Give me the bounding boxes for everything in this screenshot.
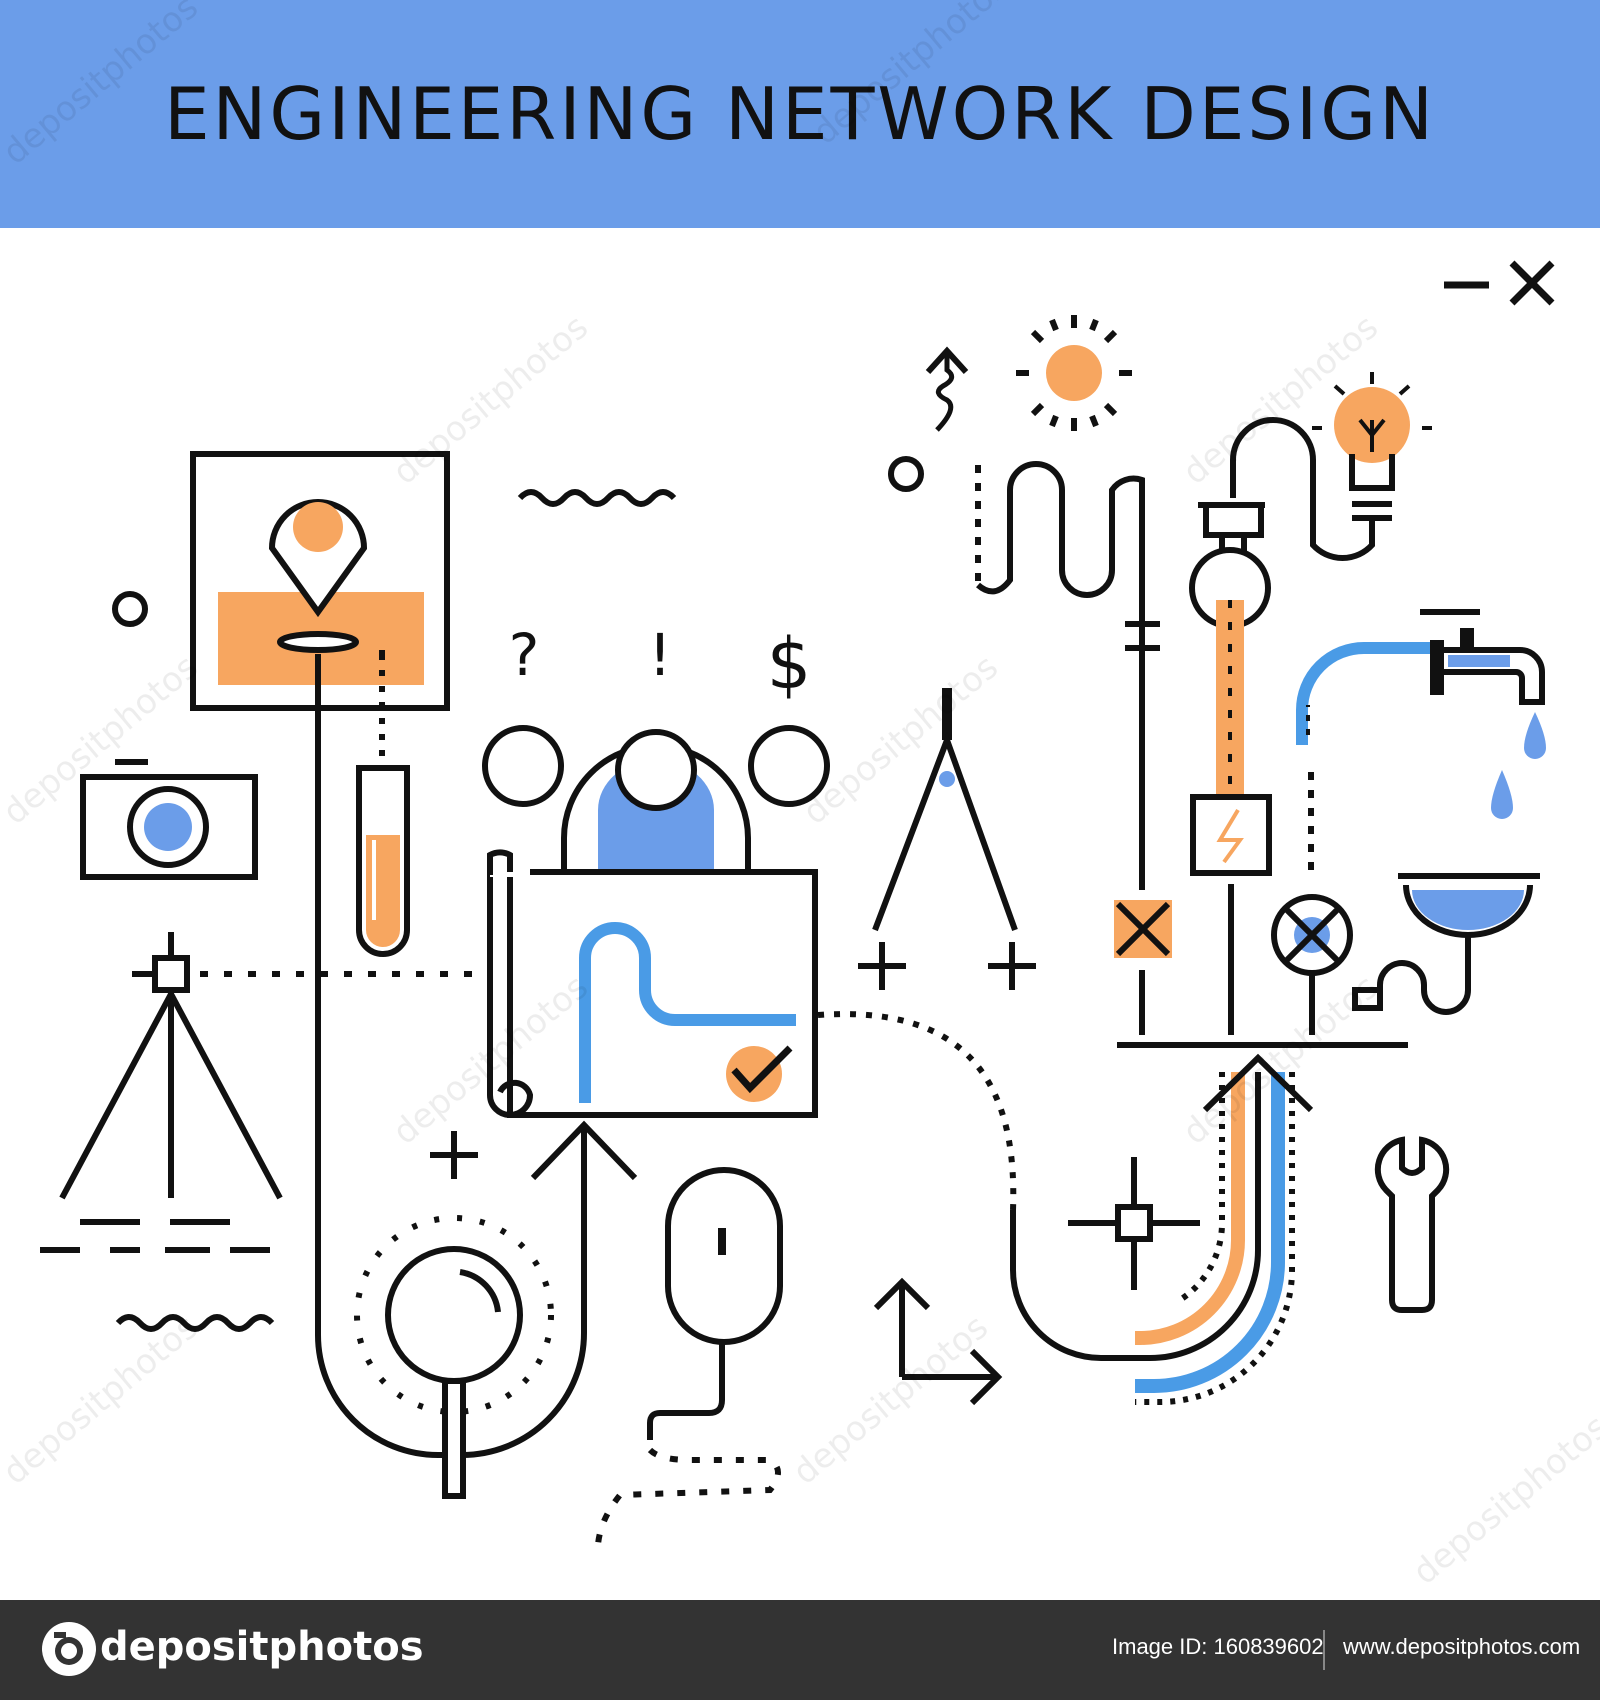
window-controls	[1444, 260, 1555, 306]
tripod-icon	[40, 932, 283, 1253]
electric-box-icon	[1190, 794, 1272, 1035]
main-pipe	[1010, 1053, 1314, 1405]
magnifier-icon	[354, 1215, 554, 1499]
close-x-icon[interactable]	[1509, 260, 1555, 306]
capacitor-valve	[1114, 621, 1172, 1035]
wavy-line	[115, 1314, 275, 1332]
network-illustration: ? ! $	[40, 315, 1546, 1546]
sun-icon	[1016, 315, 1132, 431]
page-title: ENGINEERING NETWORK DESIGN	[164, 72, 1436, 156]
person-icon	[561, 729, 751, 955]
up-arrow-icon	[925, 346, 969, 432]
person-head-icon	[482, 725, 564, 807]
plus-icon	[430, 1131, 478, 1179]
footer-divider	[1323, 1630, 1325, 1670]
person-head-icon	[748, 725, 830, 807]
brand-name[interactable]: depositphotos	[100, 1624, 424, 1670]
test-tube-icon	[356, 765, 410, 957]
axis-arrows-icon	[873, 1277, 1003, 1406]
camera-logo-icon	[42, 1622, 96, 1676]
small-circle-icon	[112, 591, 148, 627]
site-url-link[interactable]: www.depositphotos.com	[1343, 1634, 1581, 1659]
footer-bar: depositphotos Image ID: 160839602 www.de…	[0, 1600, 1600, 1700]
question-mark: ?	[509, 621, 540, 689]
camera-icon	[80, 759, 258, 880]
exclamation-mark: !	[648, 621, 671, 689]
plug-cable	[1189, 417, 1375, 795]
mouse-icon	[595, 1167, 783, 1546]
plus-icon	[858, 942, 906, 990]
dotted-connector	[817, 1011, 1017, 1211]
wrench-icon	[1374, 1136, 1450, 1313]
small-circle-icon	[888, 456, 924, 492]
compass-icon	[872, 688, 1018, 932]
plus-icon	[988, 942, 1036, 990]
valve-icon	[1271, 894, 1353, 1035]
image-id: Image ID: 160839602	[1112, 1634, 1324, 1659]
heating-coil	[975, 461, 1145, 625]
light-bulb-icon	[1312, 372, 1432, 521]
dollar-sign: $	[767, 623, 812, 705]
title-banner: ENGINEERING NETWORK DESIGN	[0, 0, 1600, 228]
faucet-icon	[1296, 609, 1546, 880]
wavy-line	[517, 489, 677, 507]
sink-icon	[1352, 873, 1540, 1015]
crosshair-icon	[1068, 1157, 1200, 1290]
blueprint-scroll-icon	[487, 849, 818, 1118]
